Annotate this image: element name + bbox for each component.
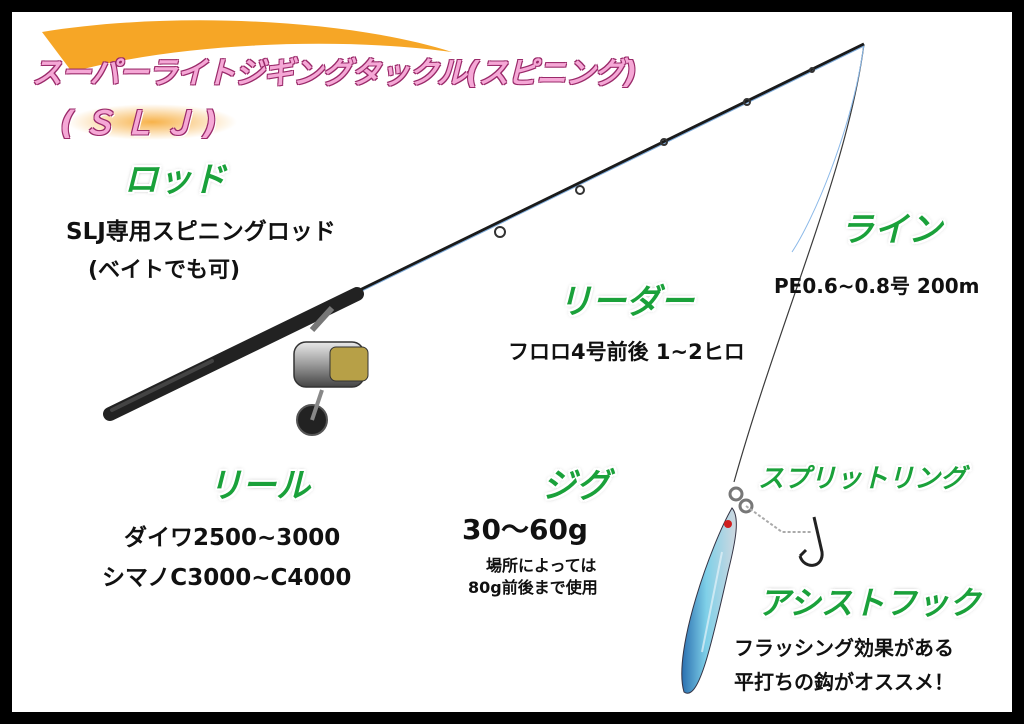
spinning-reel (293, 305, 369, 436)
reel-daiwa-label: ダイワ2500~3000 (124, 525, 341, 551)
line-spec-label: PE0.6~0.8号 200m (774, 274, 980, 298)
assist-hook-heading: アシストフック (758, 584, 981, 622)
title-glow (67, 104, 237, 140)
jig-heading: ジグ (542, 466, 610, 506)
line-highlight (791, 43, 865, 253)
split-ring (728, 486, 754, 514)
split-ring-heading: スプリットリング (758, 464, 967, 494)
page-title: スーパーライトジギングタックル(スピニング) (32, 56, 637, 91)
metal-jig (681, 507, 737, 694)
title-swoosh (42, 20, 452, 72)
leader-heading: リーダー (558, 282, 694, 322)
rod-grip-shine (110, 359, 214, 412)
rod-note-label: (ベイトでも可) (88, 258, 241, 283)
line-heading: ライン (840, 210, 942, 250)
illustration-frame: スーパーライトジギングタックル(スピニング) (ＳＬＪ) ロッド SLJ専用スピ… (12, 12, 1012, 712)
jig-note-line2: 80g前後まで使用 (468, 578, 598, 597)
reel-shimano-label: シマノC3000~C4000 (102, 565, 352, 591)
tackle-illustration (42, 20, 865, 694)
rod-heading: ロッド (124, 160, 226, 200)
reel-heading: リール (208, 466, 310, 506)
assist-hook-line1: フラッシング効果がある (734, 636, 954, 660)
rod-guides (494, 67, 815, 238)
fishing-line (733, 43, 865, 483)
page-subtitle: (ＳＬＪ) (60, 104, 226, 142)
leader-spec-label: フロロ4号前後 1~2ヒロ (508, 340, 745, 364)
rod-type-label: SLJ専用スピニングロッド (66, 219, 336, 245)
assist-hook (745, 505, 824, 567)
jig-weight-label: 30～60g (462, 513, 588, 546)
assist-hook-line2: 平打ちの鈎がオススメ！ (734, 670, 954, 694)
rod-grip (103, 287, 364, 421)
jig-note-line1: 場所によっては (486, 556, 597, 575)
